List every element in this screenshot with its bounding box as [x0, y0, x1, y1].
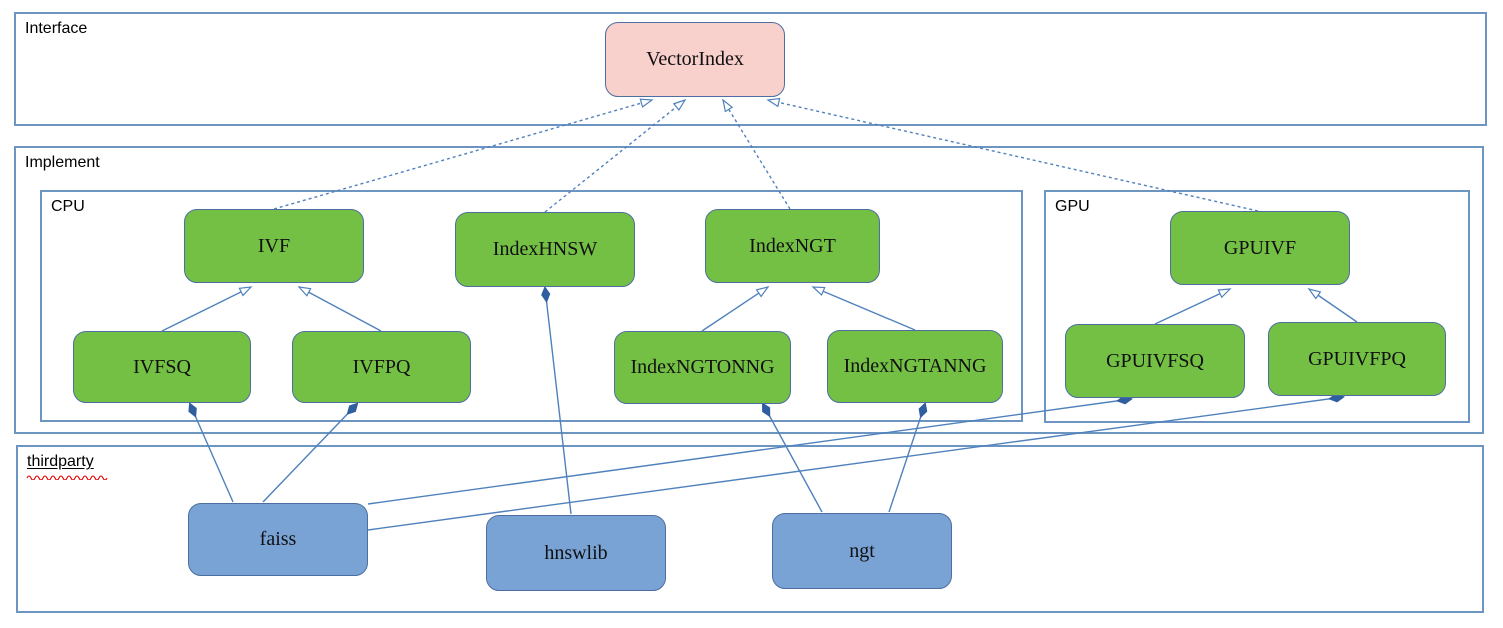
edge-ivfpq-faiss	[262, 404, 357, 503]
edge-ivfsq-faiss	[190, 404, 234, 503]
implement-container: Implement	[14, 146, 1484, 434]
gpu-container-label: GPU	[1055, 198, 1090, 215]
edge-indexngtanng-indexngt	[811, 286, 916, 331]
node-ivfpq: IVFPQ	[292, 331, 471, 403]
node-indexhnsw-label: IndexHNSW	[492, 238, 598, 260]
node-ivfpq-label: IVFPQ	[352, 355, 411, 378]
node-ivf: IVF	[184, 209, 364, 283]
edge-ivf-vectorindex	[273, 98, 654, 210]
node-ngt-label: ngt	[849, 539, 875, 562]
edge-gpuivfpq-gpuivf	[1307, 288, 1358, 323]
edge-indexngtonng-ngt	[763, 404, 823, 513]
spellcheck-squiggle-icon	[26, 475, 108, 480]
cpu-container: CPU	[40, 190, 1023, 422]
gpu-container: GPU	[1044, 190, 1470, 423]
cpu-container-label: CPU	[51, 198, 85, 215]
node-indexngtanng-label: IndexNGTANNG	[843, 355, 987, 377]
node-faiss: faiss	[188, 503, 368, 576]
node-ivfsq-label: IVFSQ	[133, 355, 191, 378]
edge-indexhnsw-hnswlib	[545, 288, 572, 515]
edge-gpuivfpq-faiss	[367, 397, 1343, 531]
node-gpuivfpq: GPUIVFPQ	[1268, 322, 1446, 396]
node-faiss-label: faiss	[259, 528, 297, 550]
node-hnswlib: hnswlib	[486, 515, 666, 591]
node-hnswlib-label: hnswlib	[544, 541, 608, 564]
node-indexngtonng: IndexNGTONNG	[614, 331, 791, 404]
edge-indexngtonng-indexngt	[701, 286, 770, 332]
node-gpuivf-label: GPUIVF	[1223, 236, 1297, 259]
edge-indexhnsw-vectorindex	[544, 98, 687, 213]
edge-gpuivf-vectorindex	[766, 97, 1259, 212]
node-gpuivfsq: GPUIVFSQ	[1065, 324, 1245, 398]
node-gpuivfsq-label: GPUIVFSQ	[1106, 349, 1204, 372]
implement-container-label: Implement	[25, 154, 100, 171]
node-indexhnsw: IndexHNSW	[455, 212, 635, 287]
node-ivf-label: IVF	[257, 234, 291, 257]
node-ngt: ngt	[772, 513, 952, 589]
node-vectorindex-label: VectorIndex	[646, 48, 744, 70]
edge-gpuivfsq-gpuivf	[1154, 288, 1232, 325]
edge-gpuivfsq-faiss	[367, 399, 1131, 505]
thirdparty-container-label: thirdparty	[27, 453, 94, 470]
node-indexngtonng-label: IndexNGTONNG	[630, 356, 775, 378]
interface-container: Interface	[14, 12, 1487, 126]
node-gpuivf: GPUIVF	[1170, 211, 1350, 285]
node-vectorindex: VectorIndex	[605, 22, 785, 97]
node-indexngt: IndexNGT	[705, 209, 880, 283]
node-indexngtanng: IndexNGTANNG	[827, 330, 1003, 403]
node-indexngt-label: IndexNGT	[749, 234, 836, 257]
thirdparty-container: thirdparty	[16, 445, 1484, 613]
edge-indexngt-vectorindex	[722, 98, 791, 210]
interface-container-label: Interface	[25, 20, 88, 37]
edge-ivfsq-ivf	[161, 286, 253, 332]
edge-ivfpq-ivf	[297, 286, 382, 332]
node-gpuivfpq-label: GPUIVFPQ	[1308, 347, 1406, 370]
node-ivfsq: IVFSQ	[73, 331, 251, 403]
edge-indexngtanng-ngt	[888, 404, 925, 513]
